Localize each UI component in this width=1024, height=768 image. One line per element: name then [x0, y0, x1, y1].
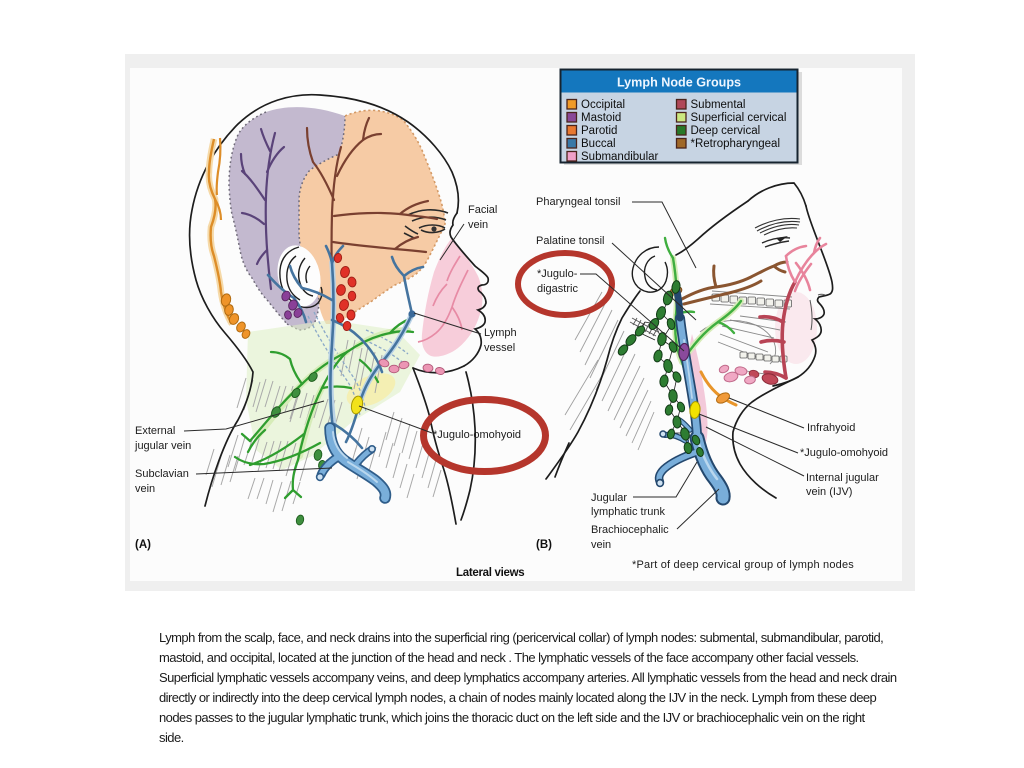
svg-text:Lymph Node Groups: Lymph Node Groups	[617, 76, 741, 90]
svg-text:*Jugulo-omohyoid: *Jugulo-omohyoid	[433, 429, 521, 441]
svg-text:Facial: Facial	[468, 204, 497, 216]
svg-text:(A): (A)	[135, 539, 151, 551]
svg-text:Submandibular: Submandibular	[581, 151, 659, 163]
svg-text:*Jugulo-omohyoid: *Jugulo-omohyoid	[800, 447, 888, 459]
svg-text:Superficial cervical: Superficial cervical	[691, 112, 787, 124]
svg-text:Jugular: Jugular	[591, 492, 627, 504]
svg-text:External: External	[135, 425, 175, 437]
svg-text:vein: vein	[135, 483, 155, 495]
svg-text:vein: vein	[468, 219, 488, 231]
svg-text:Palatine tonsil: Palatine tonsil	[536, 235, 605, 247]
svg-text:vein: vein	[591, 539, 611, 551]
svg-text:*Part of deep cervical group o: *Part of deep cervical group of lymph no…	[632, 559, 854, 571]
svg-text:*Retropharyngeal: *Retropharyngeal	[691, 138, 781, 150]
svg-text:Subclavian: Subclavian	[135, 468, 189, 480]
svg-text:Lateral views: Lateral views	[456, 567, 524, 579]
svg-text:Lymph: Lymph	[484, 327, 517, 339]
svg-text:vessel: vessel	[484, 342, 515, 354]
svg-text:Brachiocephalic: Brachiocephalic	[591, 524, 669, 536]
svg-text:Pharyngeal tonsil: Pharyngeal tonsil	[536, 196, 620, 208]
svg-text:vein (IJV): vein (IJV)	[806, 486, 852, 498]
svg-text:digastric: digastric	[537, 283, 578, 295]
svg-text:Internal jugular: Internal jugular	[806, 472, 879, 484]
svg-text:Mastoid: Mastoid	[581, 112, 621, 124]
svg-text:Submental: Submental	[691, 99, 746, 111]
svg-text:jugular vein: jugular vein	[134, 440, 191, 452]
svg-text:Occipital: Occipital	[581, 99, 625, 111]
svg-text:lymphatic trunk: lymphatic trunk	[591, 506, 665, 518]
svg-text:Buccal: Buccal	[581, 138, 616, 150]
svg-text:*Jugulo-: *Jugulo-	[537, 268, 578, 280]
svg-text:(B): (B)	[536, 539, 552, 551]
svg-text:Parotid: Parotid	[581, 125, 617, 137]
svg-text:Deep cervical: Deep cervical	[691, 125, 761, 137]
svg-text:Infrahyoid: Infrahyoid	[807, 422, 855, 434]
